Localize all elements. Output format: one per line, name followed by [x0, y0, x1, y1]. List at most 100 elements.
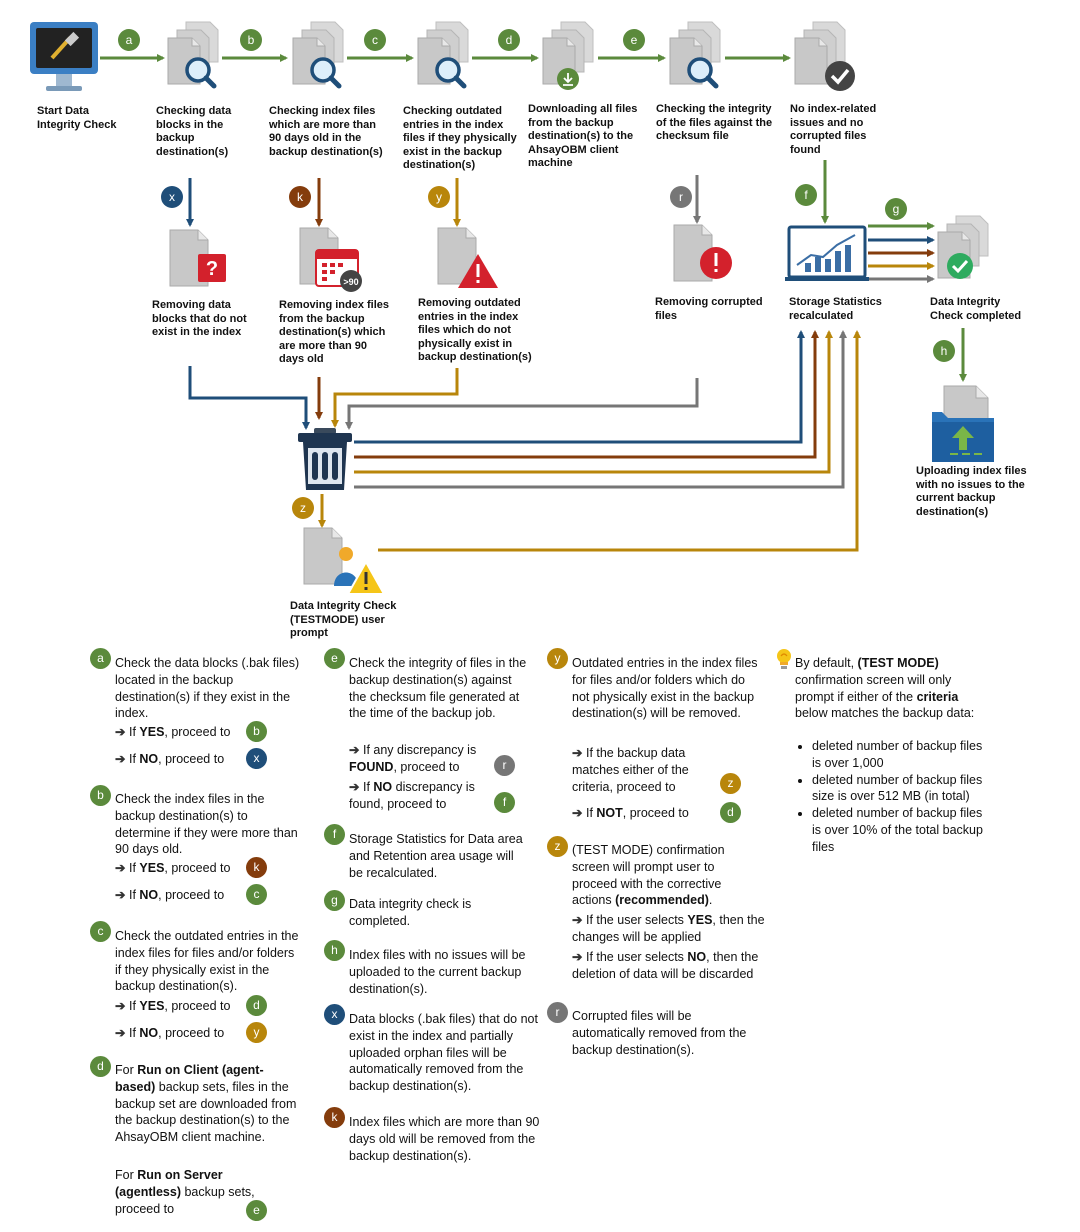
- legend-b-yes-target: k: [246, 857, 267, 878]
- legend-marker-y: y: [547, 648, 568, 669]
- checking-outdated-entries-icon: [417, 21, 469, 86]
- checking-data-blocks-icon: [167, 21, 219, 86]
- legend-marker-x: x: [324, 1004, 345, 1025]
- flow-step-markers: a b c d e f g h x k y r z: [118, 29, 955, 519]
- legend-z-yes: ➔ If the user selects YES, then the chan…: [572, 913, 765, 944]
- legend-text-d2: For Run on Server (agentless) backup set…: [115, 1168, 255, 1216]
- marker-k: k: [289, 186, 311, 208]
- svg-text:z: z: [300, 501, 306, 515]
- legend-a-no: ➔ If NO, proceed to: [115, 752, 225, 766]
- test-mode-prompt-icon: [303, 527, 386, 595]
- removing-corrupted-files-icon: [673, 224, 732, 282]
- svg-text:f: f: [804, 188, 808, 202]
- criteria-item: deleted number of backup files is over 1…: [812, 805, 990, 855]
- legend-marker-z: z: [547, 836, 568, 857]
- legend-text-h: Index files with no issues will be uploa…: [349, 948, 526, 996]
- lightbulb-icon: [775, 648, 793, 672]
- downloading-files-icon: [542, 21, 594, 90]
- svg-text:r: r: [679, 190, 683, 204]
- no-issue-icon: [794, 21, 855, 91]
- removing-index-files-icon: >90: [299, 227, 362, 292]
- computer-icon: [30, 22, 98, 91]
- marker-e: e: [623, 29, 645, 51]
- legend-c-no: ➔ If NO, proceed to: [115, 1026, 225, 1040]
- legend-e-found: ➔ If any discrepancy is FOUND, proceed t…: [349, 743, 477, 774]
- arrows-to-complete: [868, 222, 935, 283]
- legend-a-yes: ➔ If YES, proceed to: [115, 725, 231, 739]
- legend-marker-a: a: [90, 648, 111, 669]
- legend-marker-h: h: [324, 940, 345, 961]
- label-step-e: Checking the integrity of the files agai…: [656, 103, 773, 142]
- marker-z: z: [292, 497, 314, 519]
- marker-a: a: [118, 29, 140, 51]
- marker-c: c: [364, 29, 386, 51]
- legend-marker-d: d: [90, 1056, 111, 1077]
- label-step-r: Removing corrupted files: [655, 296, 763, 322]
- note-text: By default, (TEST MODE) confirmation scr…: [795, 656, 975, 721]
- legend-marker-b: b: [90, 785, 111, 806]
- legend-b-no: ➔ If NO, proceed to: [115, 888, 225, 902]
- checking-index-files-icon: [292, 21, 344, 86]
- legend-y-not-target: d: [720, 802, 741, 823]
- label-step-h: Uploading index files with no issues to …: [916, 465, 1027, 518]
- arrows-to-trash: [188, 366, 699, 430]
- svg-text:b: b: [248, 33, 255, 47]
- integrity-complete-icon: [937, 215, 989, 279]
- legend-y-match-target: z: [720, 773, 741, 794]
- legend-c-yes-target: d: [246, 995, 267, 1016]
- legend-a-yes-target: b: [246, 721, 267, 742]
- legend-b-yes: ➔ If YES, proceed to: [115, 861, 231, 875]
- label-step-a: Checking data blocks in the backup desti…: [156, 105, 232, 158]
- top-flow-arrows: [100, 54, 967, 382]
- legend-e-found-target: r: [494, 755, 515, 776]
- label-step-d: Downloading all files from the backup de…: [528, 103, 638, 169]
- criteria-item: deleted number of backup files size is o…: [812, 772, 990, 806]
- svg-text:g: g: [893, 202, 900, 216]
- legend-marker-k: k: [324, 1107, 345, 1128]
- label-step-y: Removing outdated entries in the index f…: [418, 297, 532, 363]
- legend-b-no-target: c: [246, 884, 267, 905]
- label-step-k: Removing index files from the backup des…: [279, 299, 390, 365]
- legend-marker-r: r: [547, 1002, 568, 1023]
- legend-text-c: Check the outdated entries in the index …: [115, 929, 299, 994]
- legend-text-r: Corrupted files will be automatically re…: [572, 1009, 747, 1057]
- svg-text:c: c: [372, 33, 378, 47]
- label-step-c: Checking outdated entries in the index f…: [403, 105, 517, 171]
- marker-f: f: [795, 184, 817, 206]
- upload-index-files-icon: [932, 385, 994, 462]
- legend-text-x: Data blocks (.bak files) that do not exi…: [349, 1012, 538, 1094]
- label-no-issue: No index-related issues and no corrupted…: [790, 103, 877, 156]
- svg-text:k: k: [297, 190, 304, 204]
- legend-marker-g: g: [324, 890, 345, 911]
- marker-h: h: [933, 340, 955, 362]
- label-step-z: Data Integrity Check (TESTMODE) user pro…: [290, 600, 397, 639]
- legend-text-b: Check the index files in the backup dest…: [115, 792, 298, 857]
- label-step-g: Data Integrity Check completed: [930, 296, 1022, 322]
- storage-statistics-icon: [785, 225, 869, 281]
- svg-text:h: h: [941, 344, 948, 358]
- legend-text-y: Outdated entries in the index files for …: [572, 656, 758, 721]
- calendar-badge: >90: [343, 277, 358, 287]
- legend-y-not: ➔ If NOT, proceed to: [572, 806, 689, 820]
- marker-y: y: [428, 186, 450, 208]
- legend-d-target: e: [246, 1200, 267, 1221]
- label-step-x: Removing data blocks that do not exist i…: [152, 299, 247, 338]
- legend-text-d: For Run on Client (agent-based) backup s…: [115, 1063, 297, 1145]
- legend-marker-c: c: [90, 921, 111, 942]
- svg-text:a: a: [126, 33, 133, 47]
- legend-e-nofound: ➔ If NO discrepancy is found, proceed to: [349, 780, 475, 811]
- legend-text-k: Index files which are more than 90 days …: [349, 1115, 540, 1163]
- removing-data-blocks-icon: ?: [169, 229, 226, 287]
- legend-c-no-target: y: [246, 1022, 267, 1043]
- marker-r: r: [670, 186, 692, 208]
- legend-e-nofound-target: f: [494, 792, 515, 813]
- marker-x: x: [161, 186, 183, 208]
- legend-y-match: ➔ If the backup data matches either of t…: [572, 746, 689, 794]
- legend-text-e: Check the integrity of files in the back…: [349, 656, 527, 721]
- legend-text-g: Data integrity check is completed.: [349, 897, 472, 928]
- legend-text-z: (TEST MODE) confirmation screen will pro…: [572, 843, 725, 908]
- legend-a-no-target: x: [246, 748, 267, 769]
- label-step-f: Storage Statistics recalculated: [789, 296, 882, 322]
- legend-marker-e: e: [324, 648, 345, 669]
- checking-integrity-icon: [669, 21, 721, 86]
